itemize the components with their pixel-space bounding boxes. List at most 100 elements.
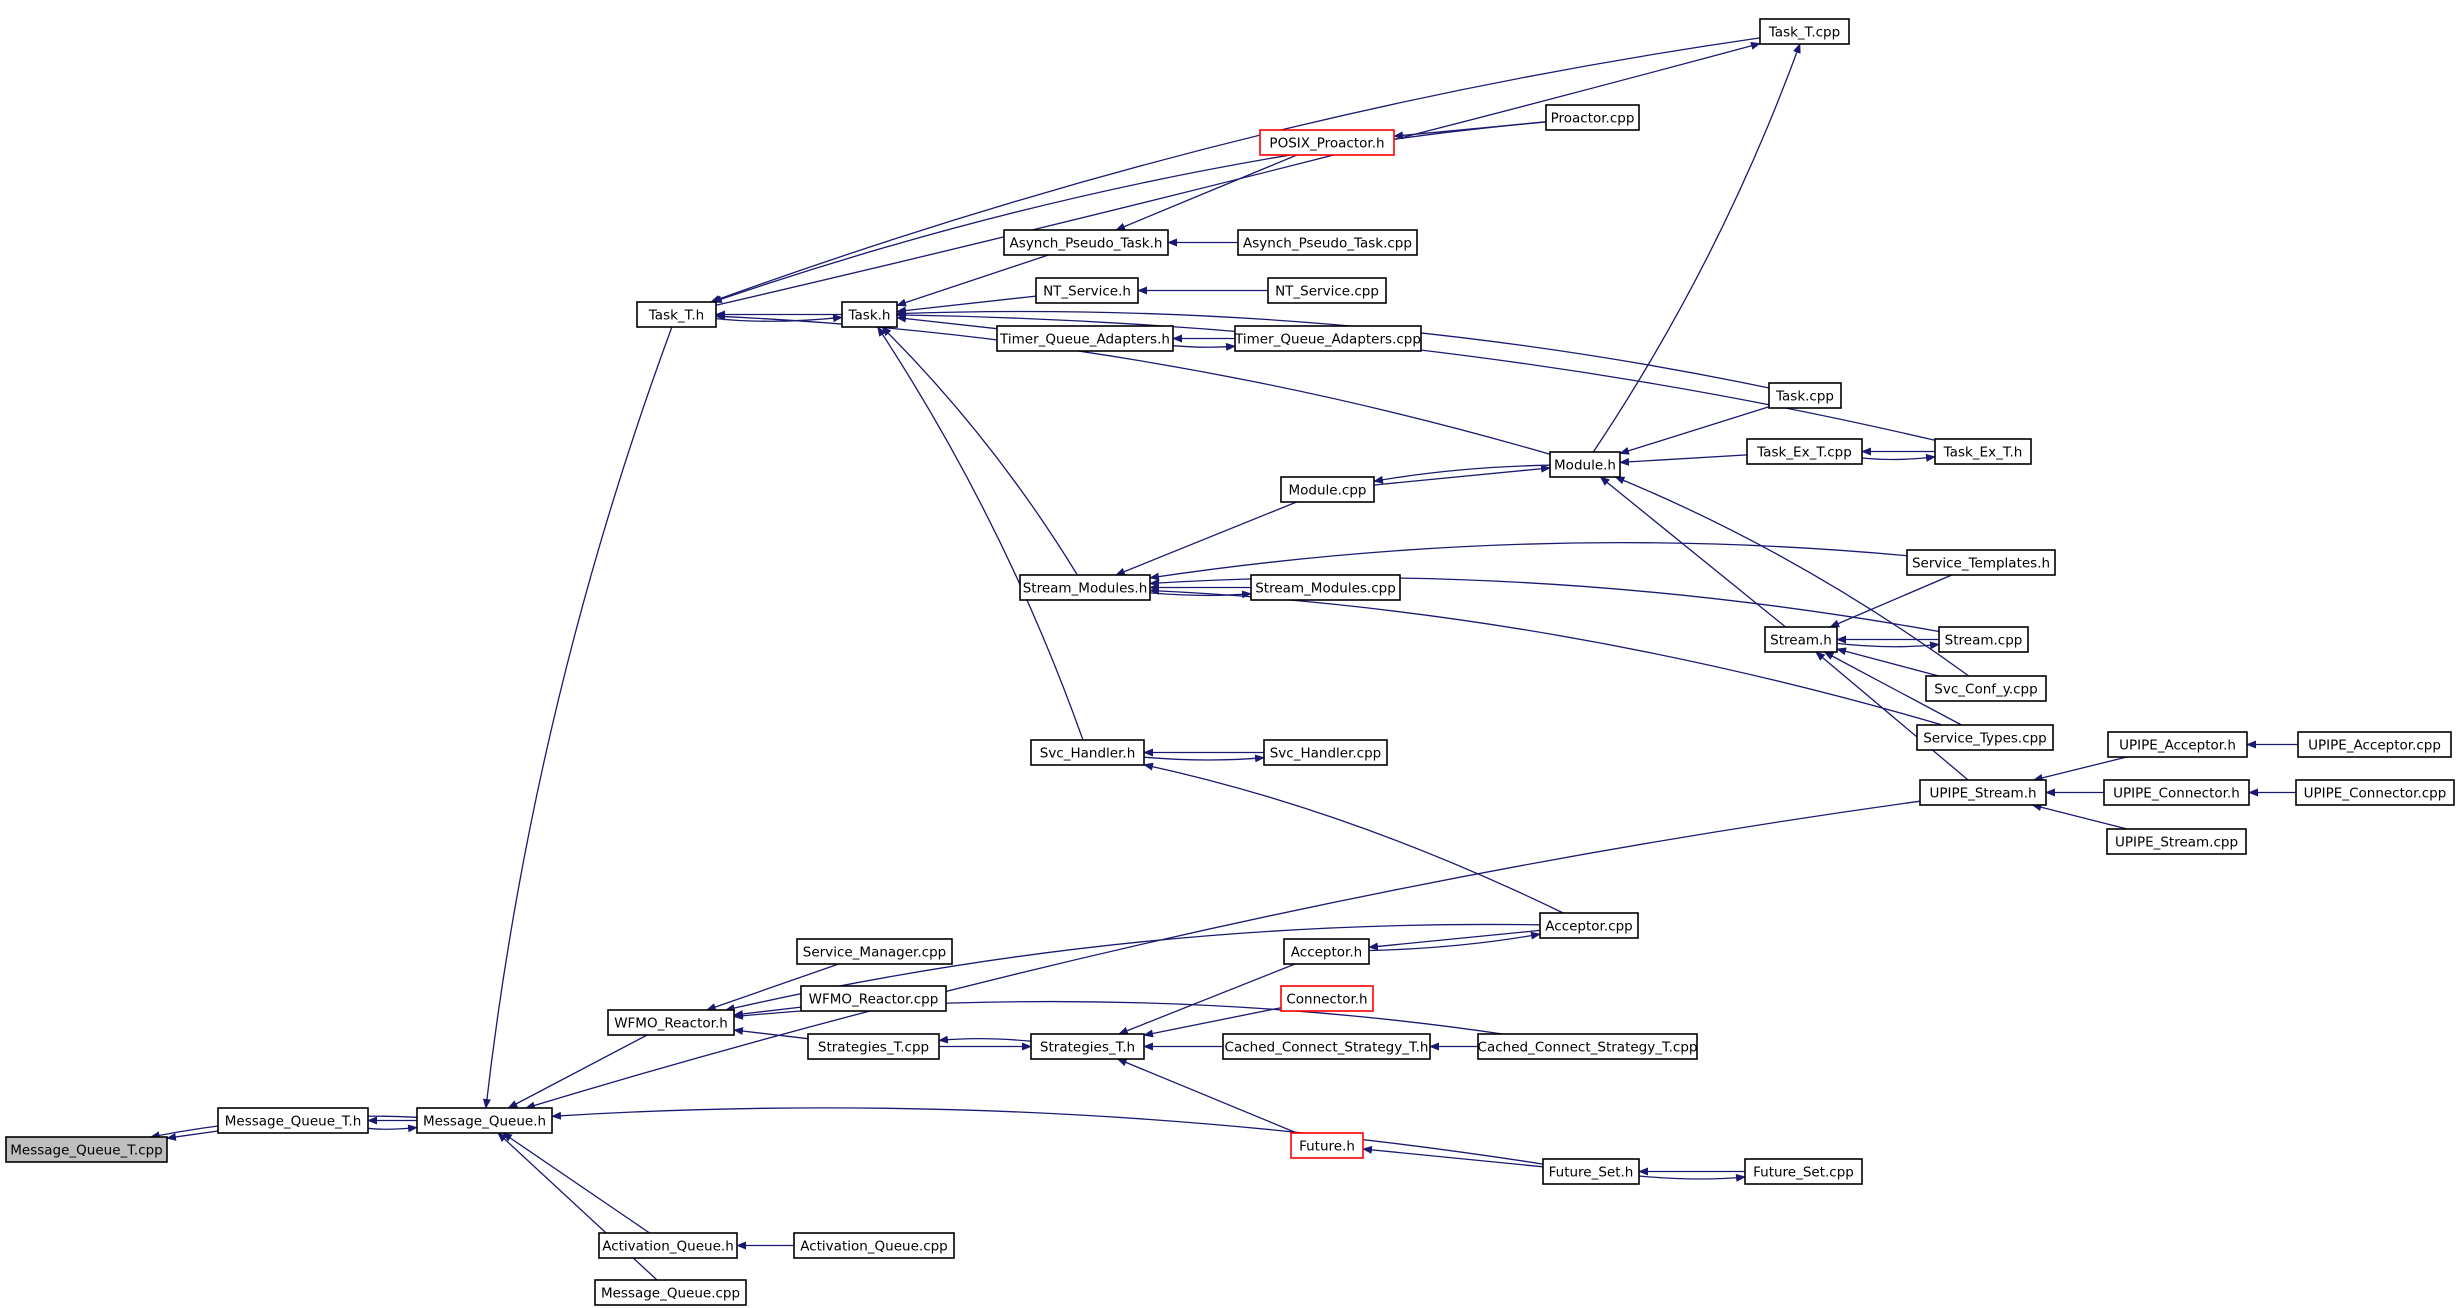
node-box[interactable]	[1764, 626, 1838, 653]
node-stream_h[interactable]: Stream.h	[1764, 626, 1838, 653]
node-svc_handler_h[interactable]: Svc_Handler.h	[1030, 739, 1145, 766]
node-box[interactable]	[1545, 104, 1640, 131]
node-box[interactable]	[1934, 438, 2032, 465]
node-box[interactable]	[1290, 1132, 1364, 1159]
node-strategies_t_cpp[interactable]: Strategies_T.cpp	[807, 1033, 940, 1060]
node-box[interactable]	[841, 301, 898, 328]
node-box[interactable]	[1030, 739, 1145, 766]
node-task_ex_t_h[interactable]: Task_Ex_T.h	[1934, 438, 2032, 465]
node-box[interactable]	[1250, 574, 1401, 601]
node-message_queue_t_cpp[interactable]: Message_Queue_T.cpp	[5, 1136, 168, 1163]
node-box[interactable]	[1019, 574, 1151, 601]
node-box[interactable]	[598, 1232, 738, 1259]
node-posix_proactor_h[interactable]: POSIX_Proactor.h	[1259, 129, 1395, 156]
node-wfmo_reactor_h[interactable]: WFMO_Reactor.h	[607, 1009, 735, 1036]
node-box[interactable]	[1916, 724, 2054, 751]
node-box[interactable]	[1919, 779, 2047, 806]
node-box[interactable]	[1035, 277, 1139, 304]
node-acceptor_h[interactable]: Acceptor.h	[1283, 938, 1370, 965]
node-upipe_stream_cpp[interactable]: UPIPE_Stream.cpp	[2106, 828, 2247, 855]
node-acceptor_cpp[interactable]: Acceptor.cpp	[1539, 912, 1639, 939]
node-upipe_acceptor_h[interactable]: UPIPE_Acceptor.h	[2107, 731, 2248, 758]
node-box[interactable]	[2106, 828, 2247, 855]
node-box[interactable]	[1477, 1033, 1698, 1060]
node-upipe_connector_cpp[interactable]: UPIPE_Connector.cpp	[2295, 779, 2455, 806]
node-timer_queue_adapters_cpp[interactable]: Timer_Queue_Adapters.cpp	[1234, 325, 1422, 352]
node-proactor_cpp[interactable]: Proactor.cpp	[1545, 104, 1640, 131]
node-task_ex_t_cpp[interactable]: Task_Ex_T.cpp	[1746, 438, 1863, 465]
node-module_h[interactable]: Module.h	[1549, 451, 1621, 478]
node-box[interactable]	[793, 1232, 955, 1259]
node-box[interactable]	[1539, 912, 1639, 939]
node-box[interactable]	[1283, 938, 1370, 965]
node-message_queue_cpp[interactable]: Message_Queue.cpp	[594, 1279, 747, 1306]
node-connector_h[interactable]: Connector.h	[1280, 985, 1374, 1012]
node-timer_queue_adapters_h[interactable]: Timer_Queue_Adapters.h	[996, 325, 1174, 352]
node-nt_service_cpp[interactable]: NT_Service.cpp	[1267, 277, 1387, 304]
node-box[interactable]	[2295, 779, 2455, 806]
node-task_t_h[interactable]: Task_T.h	[636, 301, 717, 328]
node-box[interactable]	[1280, 476, 1375, 503]
node-box[interactable]	[996, 325, 1174, 352]
node-box[interactable]	[1938, 626, 2029, 653]
node-box[interactable]	[1746, 438, 1863, 465]
node-box[interactable]	[1003, 229, 1169, 256]
node-strategies_t_h[interactable]: Strategies_T.h	[1030, 1033, 1145, 1060]
node-box[interactable]	[1744, 1158, 1863, 1185]
node-box[interactable]	[800, 985, 947, 1012]
node-box[interactable]	[5, 1136, 168, 1163]
node-box[interactable]	[1234, 325, 1422, 352]
node-box[interactable]	[1237, 229, 1418, 256]
node-future_set_cpp[interactable]: Future_Set.cpp	[1744, 1158, 1863, 1185]
node-stream_cpp[interactable]: Stream.cpp	[1938, 626, 2029, 653]
node-task_t_cpp[interactable]: Task_T.cpp	[1759, 18, 1850, 45]
node-activation_queue_h[interactable]: Activation_Queue.h	[598, 1232, 738, 1259]
node-upipe_acceptor_cpp[interactable]: UPIPE_Acceptor.cpp	[2297, 731, 2452, 758]
node-service_manager_cpp[interactable]: Service_Manager.cpp	[796, 938, 953, 965]
node-box[interactable]	[594, 1279, 747, 1306]
node-box[interactable]	[1542, 1158, 1640, 1185]
node-future_h[interactable]: Future.h	[1290, 1132, 1364, 1159]
node-box[interactable]	[796, 938, 953, 965]
node-box[interactable]	[1906, 549, 2056, 576]
node-cached_connect_strategy_t_cpp[interactable]: Cached_Connect_Strategy_T.cpp	[1477, 1033, 1698, 1060]
node-task_h[interactable]: Task.h	[841, 301, 898, 328]
node-box[interactable]	[1925, 675, 2047, 702]
node-cached_connect_strategy_t_h[interactable]: Cached_Connect_Strategy_T.h	[1222, 1033, 1431, 1060]
node-upipe_stream_h[interactable]: UPIPE_Stream.h	[1919, 779, 2047, 806]
node-module_cpp[interactable]: Module.cpp	[1280, 476, 1375, 503]
node-stream_modules_h[interactable]: Stream_Modules.h	[1019, 574, 1151, 601]
node-box[interactable]	[807, 1033, 940, 1060]
node-box[interactable]	[2297, 731, 2452, 758]
node-nt_service_h[interactable]: NT_Service.h	[1035, 277, 1139, 304]
node-box[interactable]	[1259, 129, 1395, 156]
node-box[interactable]	[416, 1107, 553, 1134]
node-asynch_pseudo_task_cpp[interactable]: Asynch_Pseudo_Task.cpp	[1237, 229, 1418, 256]
node-box[interactable]	[1030, 1033, 1145, 1060]
node-upipe_connector_h[interactable]: UPIPE_Connector.h	[2103, 779, 2250, 806]
node-box[interactable]	[1222, 1033, 1431, 1060]
node-box[interactable]	[1549, 451, 1621, 478]
node-service_templates_h[interactable]: Service_Templates.h	[1906, 549, 2056, 576]
node-asynch_pseudo_task_h[interactable]: Asynch_Pseudo_Task.h	[1003, 229, 1169, 256]
node-box[interactable]	[1759, 18, 1850, 45]
node-stream_modules_cpp[interactable]: Stream_Modules.cpp	[1250, 574, 1401, 601]
node-future_set_h[interactable]: Future_Set.h	[1542, 1158, 1640, 1185]
node-box[interactable]	[1267, 277, 1387, 304]
node-box[interactable]	[1263, 739, 1388, 766]
node-task_cpp[interactable]: Task.cpp	[1768, 382, 1842, 409]
node-box[interactable]	[2107, 731, 2248, 758]
node-wfmo_reactor_cpp[interactable]: WFMO_Reactor.cpp	[800, 985, 947, 1012]
node-box[interactable]	[2103, 779, 2250, 806]
node-message_queue_t_h[interactable]: Message_Queue_T.h	[217, 1107, 369, 1134]
node-service_types_cpp[interactable]: Service_Types.cpp	[1916, 724, 2054, 751]
node-activation_queue_cpp[interactable]: Activation_Queue.cpp	[793, 1232, 955, 1259]
node-svc_conf_y_cpp[interactable]: Svc_Conf_y.cpp	[1925, 675, 2047, 702]
node-box[interactable]	[1280, 985, 1374, 1012]
node-box[interactable]	[217, 1107, 369, 1134]
node-box[interactable]	[636, 301, 717, 328]
node-box[interactable]	[1768, 382, 1842, 409]
node-message_queue_h[interactable]: Message_Queue.h	[416, 1107, 553, 1134]
node-svc_handler_cpp[interactable]: Svc_Handler.cpp	[1263, 739, 1388, 766]
node-box[interactable]	[607, 1009, 735, 1036]
